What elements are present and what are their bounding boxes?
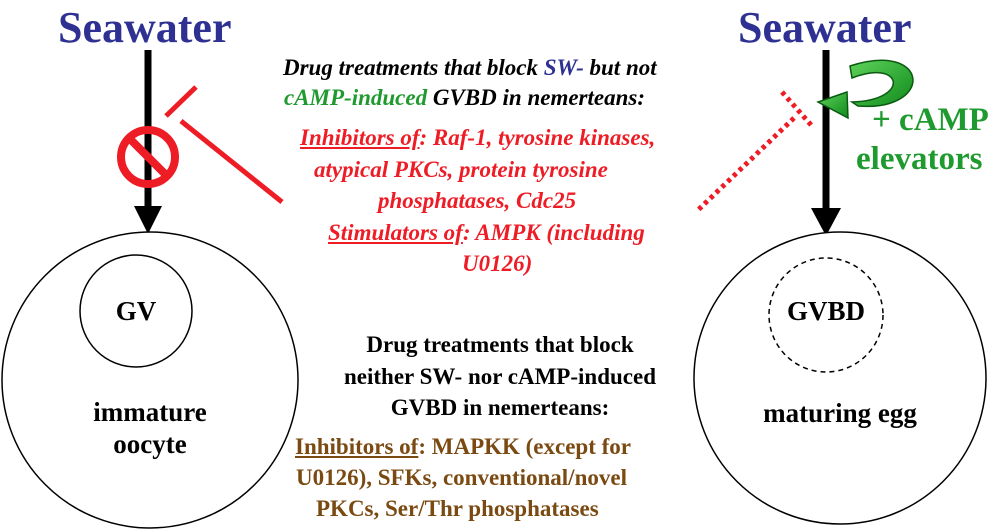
bottom-inhibitors-line1: Inhibitors of: MAPKK (except for [295,433,631,460]
inhibitors-line1: Inhibitors of: Raf-1, tyrosine kinases, [300,124,655,151]
prohibit-icon [117,126,179,188]
maturing-egg-label: maturing egg [763,398,917,428]
top-heading-part-a: Drug treatments that block [283,55,544,80]
inhibition-bar-right-dotted [694,90,814,214]
bottom-inhibitors-label: Inhibitors of [295,434,419,459]
right-seawater-title: Seawater [738,3,912,52]
camp-label: + cAMP [872,102,989,138]
top-block-heading-line2: cAMP-induced GVBD in nemerteans: [284,84,645,111]
stimulators-label: Stimulators of [328,220,463,245]
bottom-inhibitors-rest: : MAPKK (except for [418,434,632,459]
camp-curved-arrow [816,59,914,120]
germinal-vesicle [79,254,193,368]
bottom-heading-line1: Drug treatments that block [366,332,634,357]
gv-label: GV [115,296,157,326]
left-seawater-title: Seawater [58,3,232,52]
bottom-heading-line2: neither SW- nor cAMP-induced [344,364,656,389]
top-heading-sw: SW- [543,55,584,80]
right-seawater-arrow [811,50,841,236]
top-heading-part-b: but not [583,55,657,80]
inhibitors-line3: phosphatases, Cdc25 [378,188,577,213]
top-heading-part-c: GVBD in nemerteans: [427,85,645,110]
immature-oocyte-cell [1,231,299,529]
bottom-heading-line3: GVBD in nemerteans: [390,395,610,420]
bottom-inhibitors-line2: U0126), SFKs, conventional/novel [296,465,627,490]
inhibitors-rest: : Raf-1, tyrosine kinases, [419,125,656,150]
inhibitors-label: Inhibitors of [300,125,420,150]
oocyte-label: oocyte [113,429,187,459]
stimulators-rest: : AMPK (including [462,220,645,245]
inhibition-bar-left [164,85,284,204]
top-block-heading-line1: Drug treatments that block SW- but not [283,54,657,81]
top-heading-camp-induced: cAMP-induced [284,85,428,110]
stimulators-line2: U0126) [462,251,533,276]
maturing-egg-cell [693,231,987,525]
elevators-label: elevators [856,141,983,177]
gvbd-dashed-nucleus [768,257,884,373]
immature-label: immature [93,397,207,427]
inhibitors-line2: atypical PKCs, protein tyrosine [314,157,608,182]
bottom-inhibitors-line3: PKCs, Ser/Thr phosphatases [316,496,599,521]
gvbd-label: GVBD [786,296,865,326]
stimulators-line1: Stimulators of: AMPK (including [328,219,645,246]
